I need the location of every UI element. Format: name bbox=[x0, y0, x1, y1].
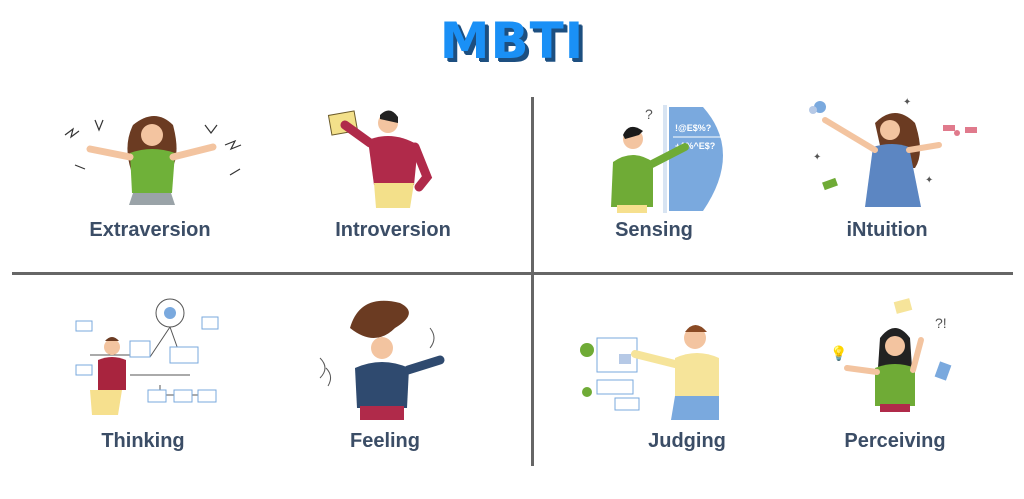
perceiving-illustration: ?! 💡 bbox=[830, 298, 952, 412]
board-line-1: !@E$%? bbox=[675, 123, 711, 133]
svg-text:✦: ✦ bbox=[903, 97, 911, 108]
thinking-illustration bbox=[75, 298, 219, 415]
judging-illustration bbox=[580, 325, 719, 420]
svg-text:✦: ✦ bbox=[925, 175, 933, 186]
label-perceiving: Perceiving bbox=[844, 430, 946, 452]
introversion-illustration bbox=[327, 110, 433, 208]
intuition-illustration: ✦ ✦ ✦ bbox=[809, 97, 977, 207]
horizontal-divider bbox=[12, 272, 1013, 275]
vertical-divider bbox=[531, 97, 534, 466]
label-intuition: iNtuition bbox=[846, 219, 928, 241]
label-feeling: Feeling bbox=[349, 430, 420, 452]
label-judging: Judging bbox=[648, 430, 726, 452]
svg-text:?!: ?! bbox=[935, 315, 947, 331]
board-line-2: +^%^E$? bbox=[675, 141, 715, 151]
svg-text:✦: ✦ bbox=[813, 152, 821, 163]
feeling-illustration bbox=[319, 300, 445, 420]
label-extraversion: Extraversion bbox=[89, 219, 211, 241]
svg-text:💡: 💡 bbox=[830, 345, 847, 362]
label-introversion: Introversion bbox=[335, 219, 451, 241]
extraversion-illustration bbox=[64, 116, 242, 205]
page-title: MBTI bbox=[439, 12, 585, 70]
svg-text:?: ? bbox=[645, 106, 653, 122]
label-thinking: Thinking bbox=[101, 430, 185, 452]
sensing-illustration: !@E$%? +^%^E$? ? bbox=[611, 105, 735, 213]
label-sensing: Sensing bbox=[615, 219, 693, 241]
